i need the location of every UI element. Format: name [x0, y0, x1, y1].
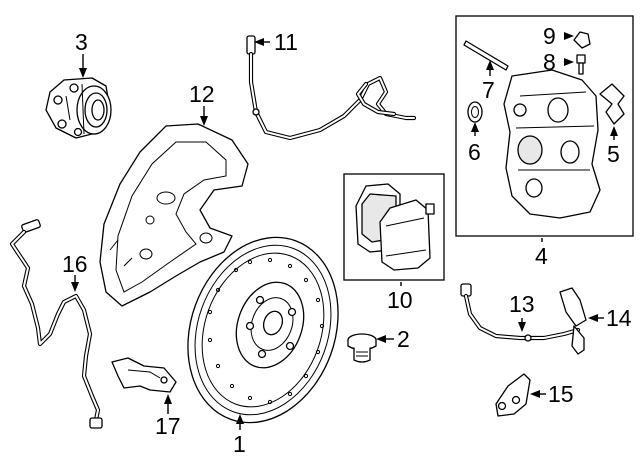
dust-shield-part: [99, 123, 249, 307]
leader-lines: [71, 32, 618, 430]
callout-9: 9: [543, 23, 556, 49]
callout-16: 16: [62, 251, 88, 277]
callout-5: 5: [607, 141, 620, 167]
callout-14: 14: [606, 305, 632, 331]
bleeder-screw-part: [576, 54, 586, 75]
callout-11: 11: [274, 29, 298, 55]
guide-pin-part: [463, 40, 509, 71]
callout-2: 2: [397, 326, 410, 352]
caliper-part: [503, 69, 601, 219]
callout-12: 12: [189, 81, 215, 107]
bolt-part: [347, 333, 377, 363]
callout-15: 15: [548, 381, 574, 407]
brake-pads-part: [355, 183, 435, 271]
brake-pads-box: [343, 173, 445, 281]
clip-part: [599, 83, 625, 125]
seal-ring-part: [467, 101, 483, 123]
small-bracket-part: [559, 287, 587, 327]
callout-4: 4: [535, 243, 548, 269]
callout-7: 7: [482, 77, 495, 103]
wear-sensor-upper-part: [246, 35, 417, 141]
mounting-plate-part: [495, 373, 531, 417]
caliper-assembly-box: [455, 15, 634, 237]
callout-13: 13: [509, 291, 535, 317]
hub-bearing-part: [45, 77, 112, 139]
callout-10: 10: [387, 287, 413, 313]
sensor-bracket-part: [111, 357, 177, 393]
cap-part: [573, 31, 591, 49]
callout-17: 17: [155, 413, 181, 439]
speed-sensor-right-part: [460, 283, 585, 355]
speed-sensor-left-part: [9, 219, 103, 429]
callout-8: 8: [543, 49, 556, 75]
brake-rotor-part: [187, 236, 339, 424]
callout-1: 1: [233, 431, 246, 457]
callout-6: 6: [468, 139, 481, 165]
callout-3: 3: [75, 29, 88, 55]
